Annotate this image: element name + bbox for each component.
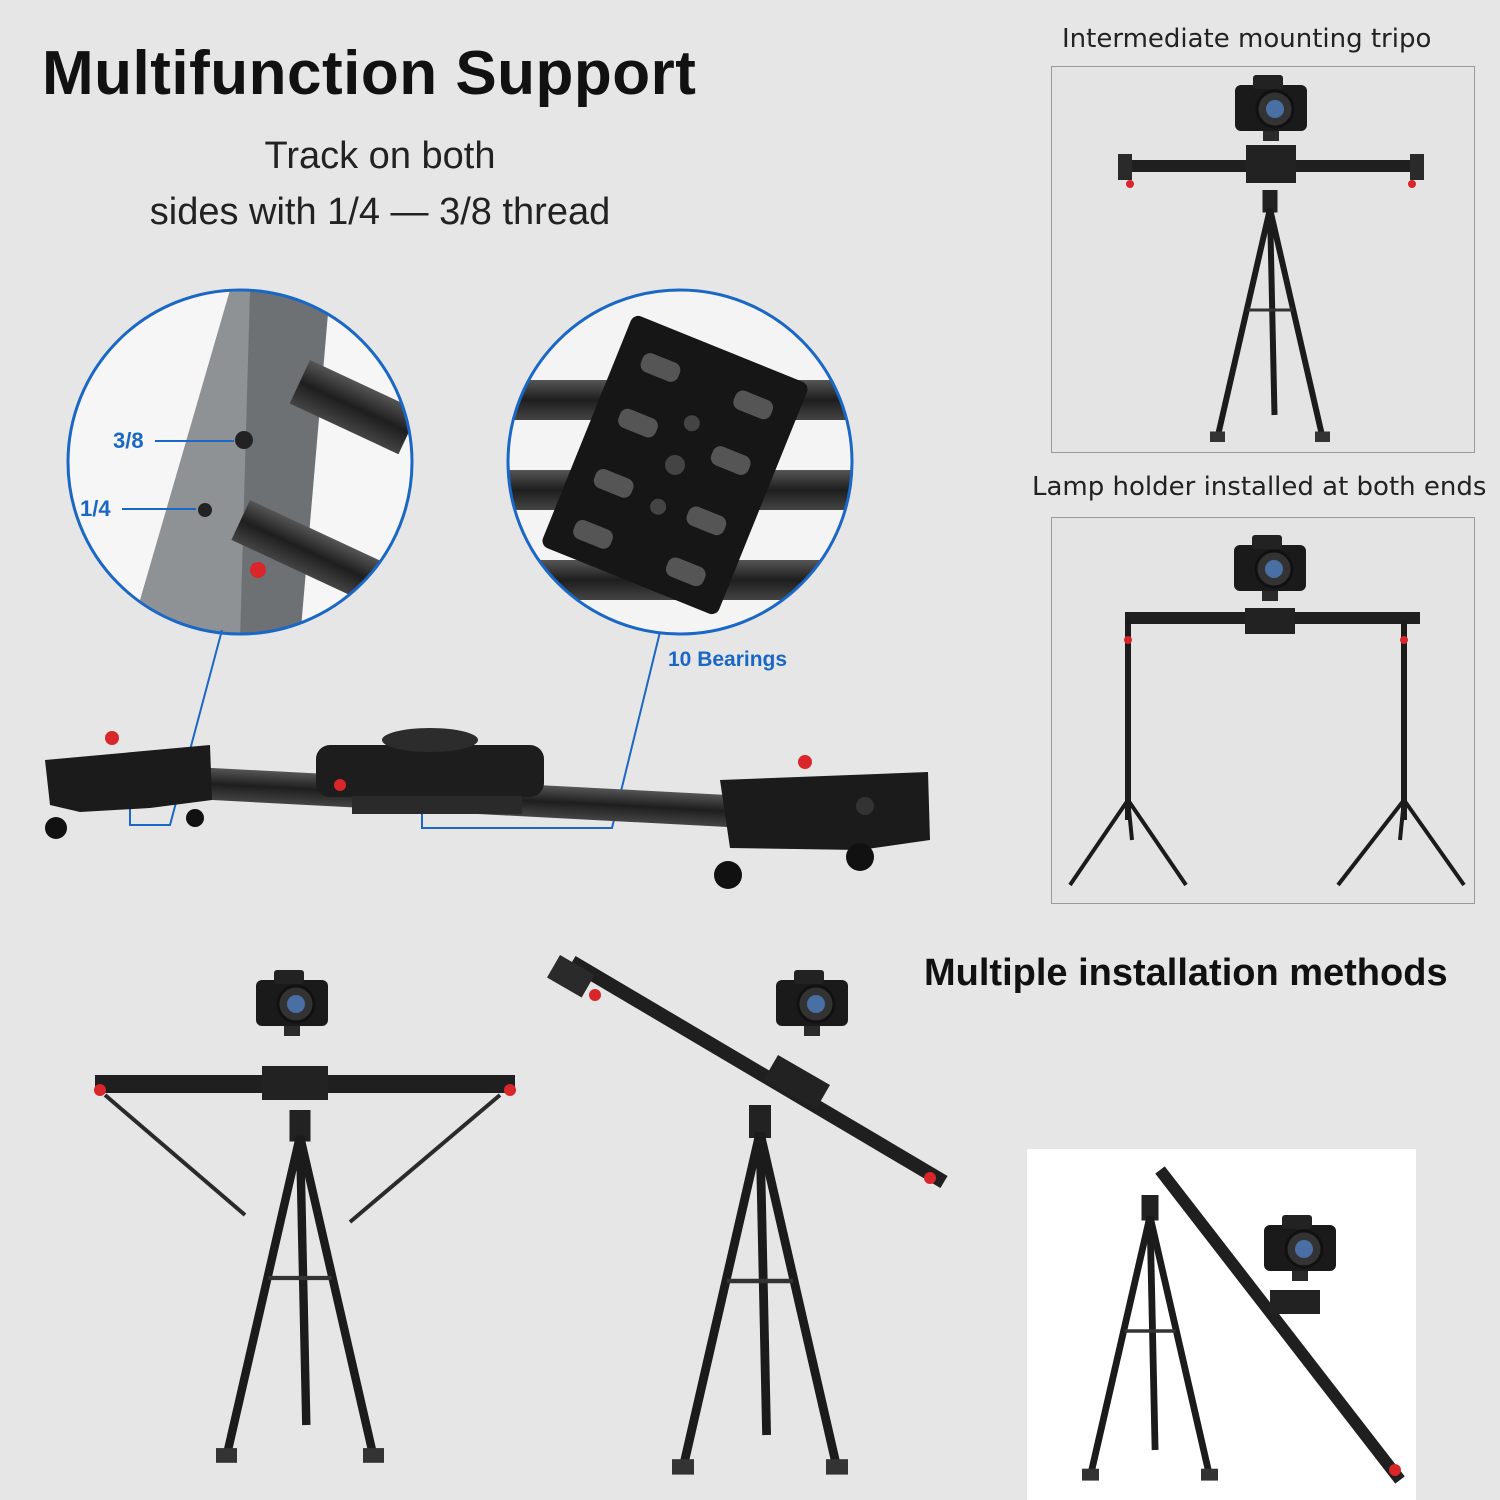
subtitle-line-1: Track on both	[264, 135, 496, 177]
subtitle-line-2: sides with 1/4 — 3/8 thread	[149, 191, 611, 233]
multiple-installation-heading: Multiple installation methods	[924, 952, 1448, 994]
tilted-slider-illustration	[547, 955, 948, 1475]
lamp-holder-illustration	[1068, 533, 1466, 887]
intermediate-mounting-caption: Intermediate mounting tripo	[1062, 24, 1432, 54]
end-plate-magnifier	[66, 288, 414, 636]
carriage-plate-magnifier	[506, 288, 854, 636]
camera-slider	[45, 728, 930, 889]
thread-1-4-label: 1/4	[80, 496, 111, 521]
bearings-label: 10 Bearings	[668, 648, 788, 671]
intermediate-mount-illustration	[1118, 73, 1424, 442]
angled-mount-illustration	[1082, 1166, 1405, 1481]
angled-mount-panel	[1027, 1149, 1416, 1500]
support-arms-illustration	[94, 968, 516, 1463]
subtitle: Track on both sides with 1/4 — 3/8 threa…	[60, 128, 700, 240]
thread-3-8-label: 3/8	[113, 428, 144, 453]
page-title: Multifunction Support	[42, 39, 697, 108]
lamp-holder-caption: Lamp holder installed at both ends	[1032, 472, 1487, 502]
